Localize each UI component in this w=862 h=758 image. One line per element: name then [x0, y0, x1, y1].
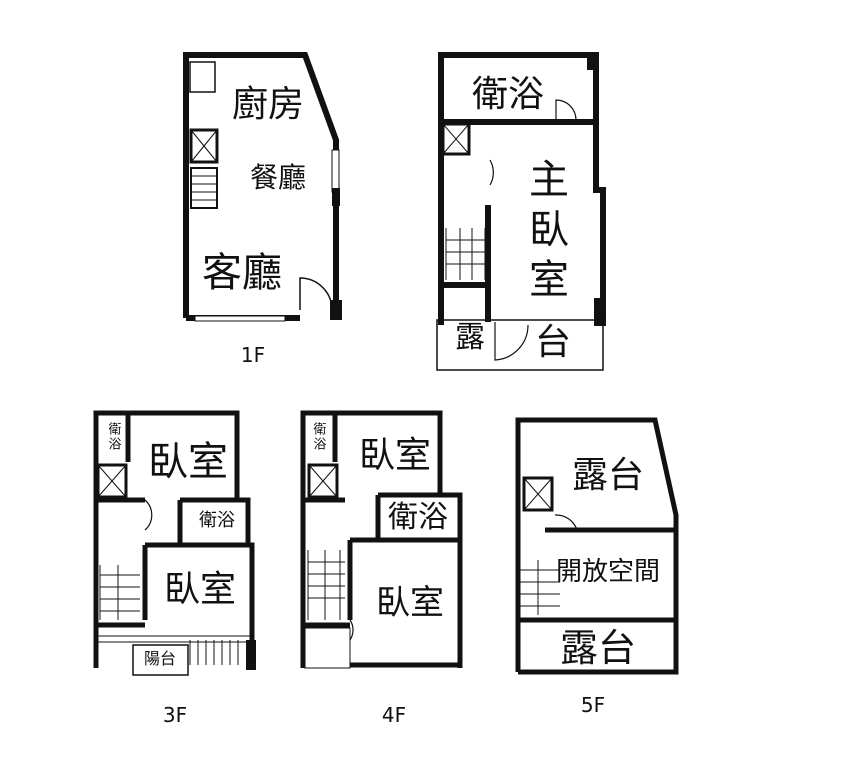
- room-bath-3f: 衛浴: [199, 510, 235, 531]
- floor-label-5f: 5F: [580, 693, 606, 717]
- plan-2f: [436, 52, 606, 371]
- room-master-bedroom-2f: 主臥室: [522, 158, 568, 308]
- room-bath-4f: 衛浴: [388, 500, 448, 535]
- floor-label-3f: 3F: [162, 703, 188, 727]
- room-kitchen-1f: 廚房: [231, 84, 305, 125]
- floor-label-4f: 4F: [381, 703, 407, 727]
- room-bedroom-top-4f: 臥室: [358, 435, 432, 476]
- plan-3f: [93, 410, 256, 676]
- plan-5f: [515, 417, 679, 675]
- room-living-1f: 客廳: [202, 250, 282, 296]
- room-terrace-2f-right: 台: [534, 322, 572, 363]
- room-small-bath-4f: 衛浴: [310, 422, 326, 452]
- room-bath-2f: 衛浴: [471, 74, 545, 115]
- room-bedroom-bottom-3f: 臥室: [163, 569, 237, 610]
- room-open-space-5f: 開放空間: [555, 557, 661, 587]
- room-terrace-bottom-5f: 露台: [559, 626, 637, 670]
- plan-1f: [183, 52, 342, 322]
- room-balcony-3f: 陽台: [143, 649, 177, 668]
- room-bedroom-top-3f: 臥室: [148, 439, 228, 485]
- room-dining-1f: 餐廳: [249, 161, 307, 194]
- room-bedroom-bottom-4f: 臥室: [376, 583, 444, 623]
- room-terrace-2f-left: 露: [455, 320, 485, 355]
- plan-4f: [300, 410, 463, 669]
- room-small-bath-3f: 衛浴: [105, 422, 121, 452]
- room-terrace-top-5f: 露台: [571, 455, 645, 496]
- floor-label-1f: 1F: [240, 343, 266, 367]
